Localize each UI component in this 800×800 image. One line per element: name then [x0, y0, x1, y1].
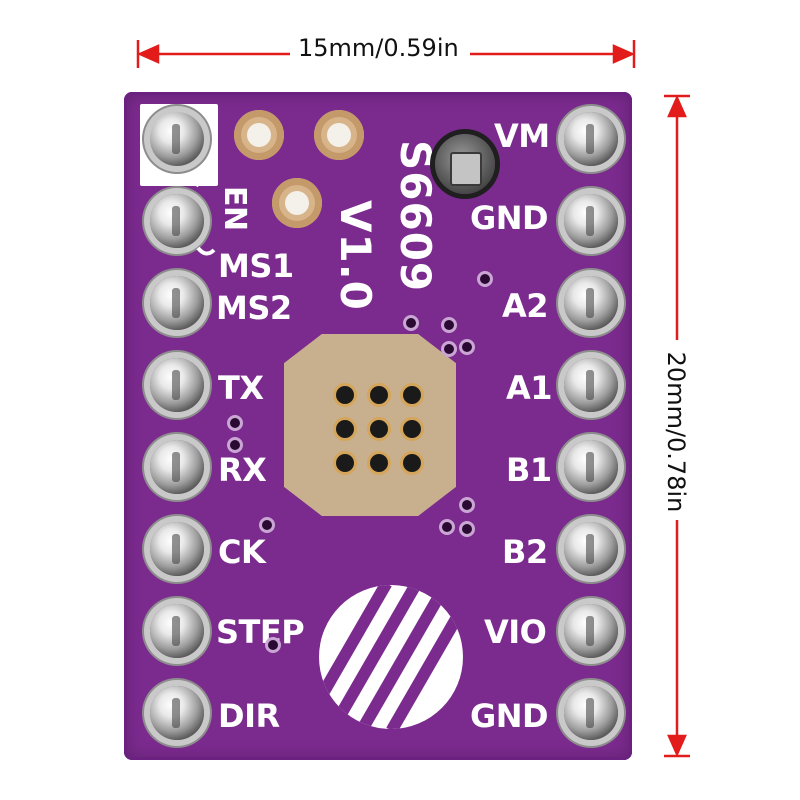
- board-version-label: V1.0: [331, 200, 380, 311]
- pin-label-ms2: MS2: [216, 289, 292, 327]
- thermal-via: [336, 454, 354, 472]
- pin-left-4: [150, 358, 204, 412]
- via: [268, 640, 278, 650]
- width-label: 15mm/0.59in: [292, 34, 465, 62]
- brand-logo: [319, 585, 463, 729]
- pin-right-8: [564, 686, 618, 740]
- pin-left-2: [150, 194, 204, 248]
- pin-left-5: [150, 440, 204, 494]
- copper-pad: [272, 178, 322, 228]
- pin-label-b1: B1: [506, 451, 552, 489]
- pin-label-dir: DIR: [218, 697, 280, 735]
- height-label: 20mm/0.78in: [662, 345, 690, 519]
- copper-pad: [234, 110, 284, 160]
- pin-left-1: [150, 112, 204, 166]
- pin-label-ck: CK: [218, 533, 266, 571]
- pin-left-8: [150, 686, 204, 740]
- pin-right-5: [564, 440, 618, 494]
- pin-right-2: [564, 194, 618, 248]
- pin-left-7: [150, 604, 204, 658]
- pin-label-ms1: MS1: [218, 247, 294, 285]
- pin-label-vio: VIO: [484, 613, 547, 651]
- thermal-via: [403, 386, 421, 404]
- via: [462, 500, 472, 510]
- height-dimension-arrow: [664, 94, 690, 758]
- pin-label-tx: TX: [218, 369, 264, 407]
- thermal-via: [336, 420, 354, 438]
- thermal-via: [370, 420, 388, 438]
- pin-right-1: [564, 112, 618, 166]
- thermal-via: [370, 386, 388, 404]
- copper-pad: [314, 110, 364, 160]
- pin-right-6: [564, 522, 618, 576]
- via: [480, 274, 490, 284]
- via: [230, 418, 240, 428]
- pin-label-en: EN: [217, 186, 252, 231]
- thermal-via: [403, 454, 421, 472]
- thermal-via: [403, 420, 421, 438]
- pin-label-rx: RX: [218, 451, 267, 489]
- pin-left-6: [150, 522, 204, 576]
- pin-right-4: [564, 358, 618, 412]
- pin-left-3: [150, 276, 204, 330]
- pin-label-b2: B2: [502, 533, 548, 571]
- board-model-label: S6609: [391, 140, 440, 293]
- via: [442, 522, 452, 532]
- pin-label-gnd-top: GND: [470, 199, 549, 237]
- thermal-via: [336, 386, 354, 404]
- via: [444, 320, 454, 330]
- via: [444, 344, 454, 354]
- thermal-via: [370, 454, 388, 472]
- via: [462, 524, 472, 534]
- potentiometer-slot: [450, 152, 482, 186]
- via: [462, 342, 472, 352]
- pin-label-vm: VM: [494, 117, 550, 155]
- via: [406, 318, 416, 328]
- pin-right-3: [564, 276, 618, 330]
- via: [262, 520, 272, 530]
- pin-label-gnd-bottom: GND: [470, 697, 549, 735]
- pin-label-a1: A1: [506, 369, 553, 407]
- pin-right-7: [564, 604, 618, 658]
- pin-label-a2: A2: [502, 287, 549, 325]
- pin-label-step: STEP: [216, 613, 305, 651]
- via: [230, 440, 240, 450]
